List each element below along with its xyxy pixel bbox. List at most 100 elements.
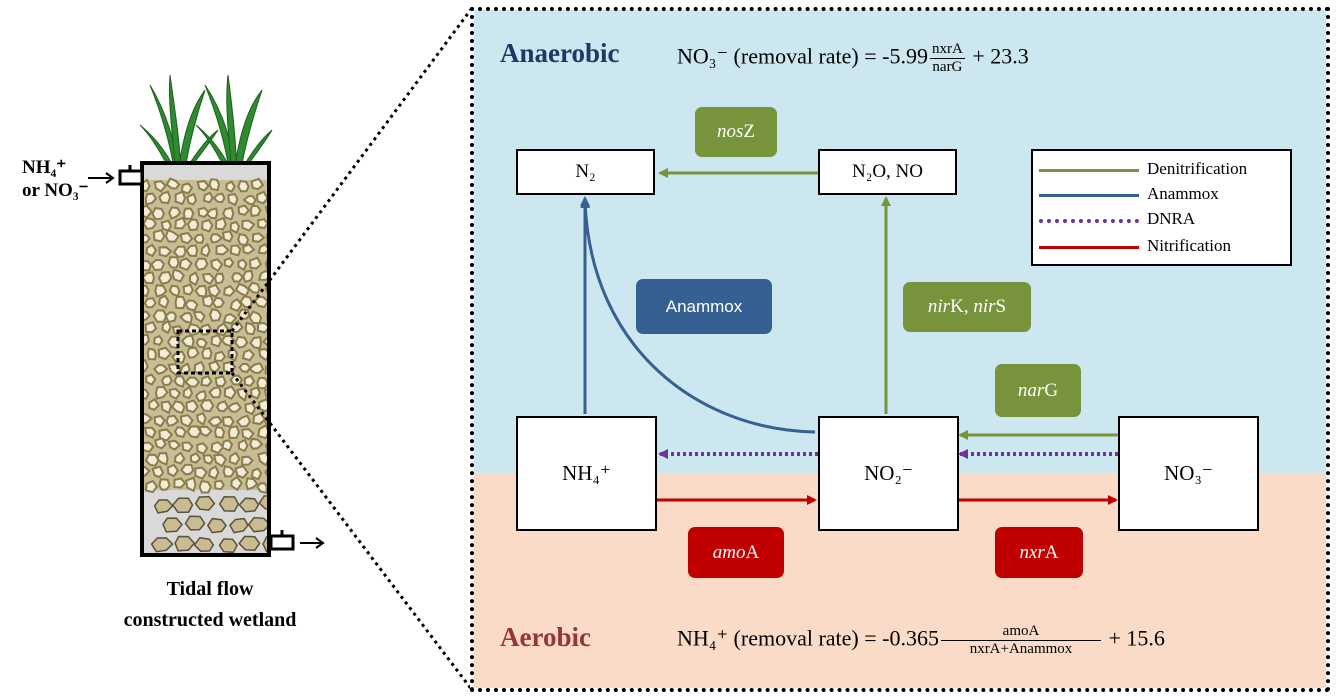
gravel-stone xyxy=(200,242,211,258)
gravel-stone xyxy=(215,322,230,337)
rock-stone xyxy=(153,499,174,514)
gravel-stone xyxy=(241,428,255,441)
gravel-stone xyxy=(142,204,154,219)
gravel-stone xyxy=(215,400,229,413)
gravel-stone xyxy=(223,385,237,400)
gravel-stone xyxy=(214,375,227,388)
gravel-stone xyxy=(258,347,269,362)
gravel-stone xyxy=(158,478,171,491)
gravel-stone xyxy=(152,309,168,323)
gravel-stone xyxy=(182,385,194,400)
gravel-stone xyxy=(198,479,212,494)
gravel-stone xyxy=(250,386,262,400)
gravel-stone xyxy=(250,177,265,191)
gravel-stone xyxy=(173,375,186,388)
gravel-stone xyxy=(180,334,195,349)
rock-stone xyxy=(258,494,269,510)
gravel-stone xyxy=(210,333,223,348)
gravel-stone xyxy=(221,439,234,452)
gravel-stone xyxy=(171,268,186,283)
gravel-stone xyxy=(201,218,214,233)
rock-stone xyxy=(162,517,183,533)
gravel-stone xyxy=(200,374,213,387)
gravel-stone xyxy=(153,334,164,346)
gravel-stone xyxy=(146,347,157,361)
gravel-stone xyxy=(208,360,221,374)
gravel-stone xyxy=(241,219,256,232)
zoom-source-box xyxy=(176,329,234,375)
gravel-stone xyxy=(247,281,261,294)
gravel-stone xyxy=(142,412,154,425)
gravel-stone xyxy=(223,284,236,297)
gravel-stone xyxy=(201,346,213,360)
gravel-stone xyxy=(205,207,219,220)
gravel-stone xyxy=(212,192,226,204)
gravel-stone xyxy=(237,204,251,217)
gravel-stone xyxy=(153,180,167,193)
gravel-stone xyxy=(198,425,213,438)
gravel-stone xyxy=(196,179,210,192)
gravel-stone xyxy=(242,269,254,284)
rock-stone xyxy=(174,535,196,552)
gravel-stone xyxy=(167,439,182,451)
gravel-stone xyxy=(229,220,241,235)
gravel-stone xyxy=(182,283,194,296)
gravel-stone xyxy=(214,272,225,285)
gravel-stone xyxy=(144,192,158,206)
gravel-stone xyxy=(145,243,158,258)
gravel-stone xyxy=(202,454,214,465)
gravel-stone xyxy=(193,360,206,376)
anaerobic-title: Anaerobic xyxy=(500,38,620,68)
legend-item-anammox: Anammox xyxy=(1039,184,1289,204)
gravel-stone xyxy=(186,192,198,206)
gravel-stone xyxy=(160,400,173,415)
gravel-stone xyxy=(148,397,161,411)
gravel-stone xyxy=(213,350,227,362)
node-no3: NO₃⁻ xyxy=(1118,416,1259,531)
gravel-stone xyxy=(173,451,186,465)
wetland-illustration xyxy=(88,8,470,690)
gravel-stone xyxy=(222,464,236,478)
gravel-stone xyxy=(178,311,193,325)
gravel-stone xyxy=(242,243,256,255)
gravel-stone xyxy=(249,204,262,218)
gravel-stone xyxy=(185,399,200,414)
gravel-stone xyxy=(252,411,267,426)
gravel-stone xyxy=(207,283,222,298)
gravel-stone xyxy=(186,425,202,439)
gravel-stone xyxy=(257,398,269,413)
gravel-stone xyxy=(235,414,252,428)
gravel-stone xyxy=(180,182,194,195)
gravel-stone xyxy=(196,411,207,427)
gravel-stone xyxy=(208,308,222,322)
gravel-stone xyxy=(210,440,225,455)
node-n2: N₂ xyxy=(516,149,655,195)
gravel-stone xyxy=(144,320,158,334)
gravel-stone xyxy=(214,216,227,231)
gravel-stone xyxy=(166,463,180,478)
gravel-stone xyxy=(144,453,160,467)
rock-stone xyxy=(238,497,260,513)
zoom-panel-border xyxy=(470,7,1330,692)
legend-item-nitrification: Nitrification xyxy=(1039,236,1289,256)
gravel-stone xyxy=(211,296,225,309)
gravel-stone xyxy=(173,426,187,439)
gravel-stone xyxy=(240,455,254,466)
gravel-stone xyxy=(248,362,265,374)
rock-stone xyxy=(194,495,216,511)
gravel-stone xyxy=(178,257,193,272)
gravel-stone xyxy=(188,271,200,287)
gravel-stone xyxy=(181,441,194,453)
gravel-stone xyxy=(222,312,238,325)
gravel-stone xyxy=(207,465,220,480)
gravel-stone xyxy=(257,424,269,440)
gravel-stone xyxy=(184,299,199,312)
gravel-stone xyxy=(179,414,194,428)
gravel-stone xyxy=(170,350,186,364)
gravel-stone xyxy=(229,244,242,257)
